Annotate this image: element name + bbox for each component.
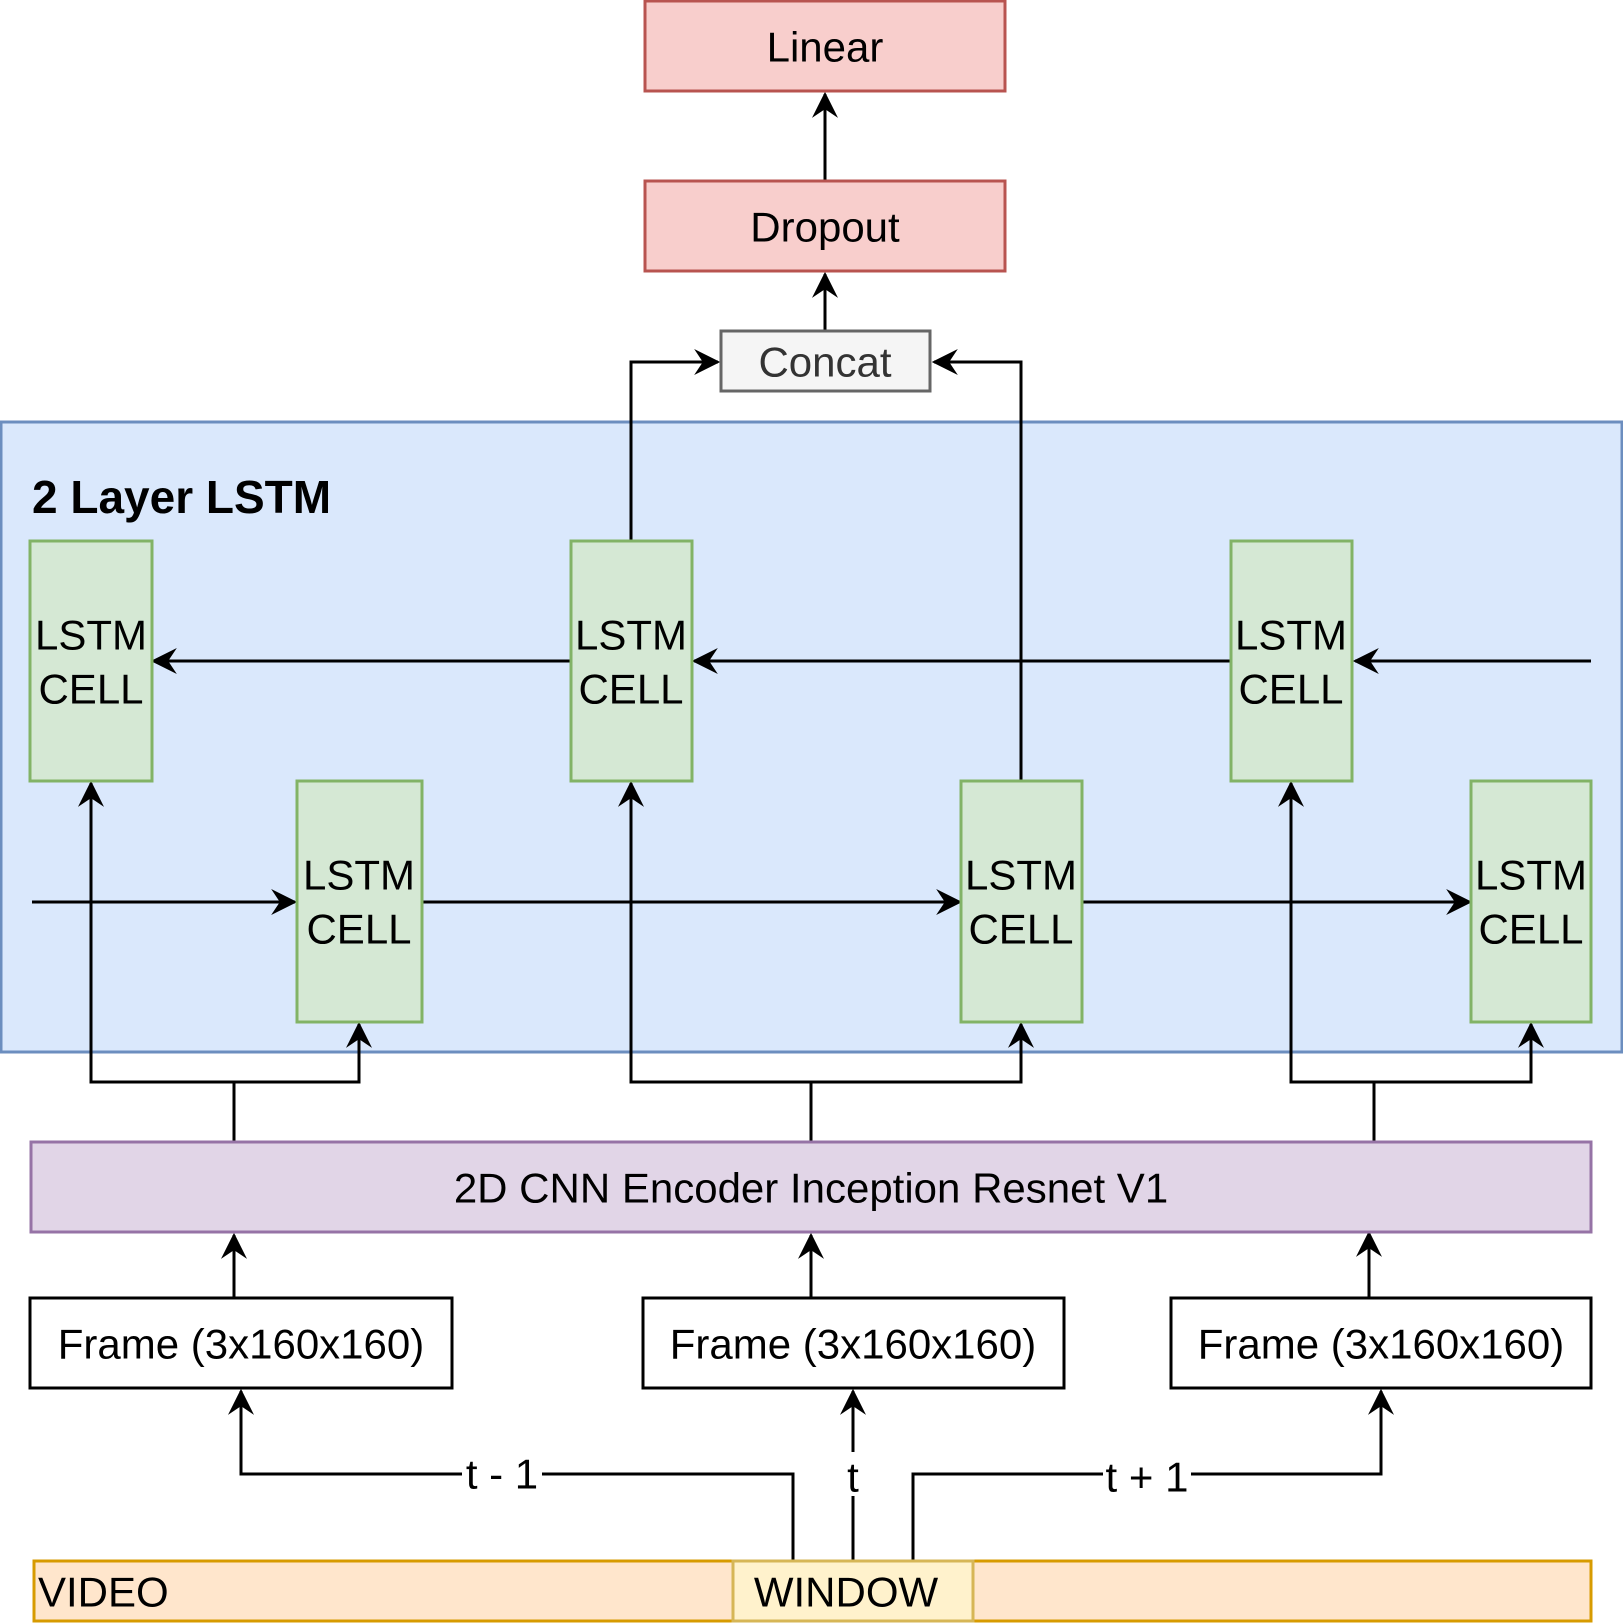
lstm-cell-label-line1: LSTM <box>575 612 687 659</box>
frame-box: Frame (3x160x160) <box>1169 1296 1593 1390</box>
encoder-to-lstm-bottom-1-arrow <box>234 1021 372 1084</box>
cnn-encoder-label: 2D CNN Encoder Inception Resnet V1 <box>454 1165 1168 1212</box>
cnn-encoder-box <box>29 1140 1593 1234</box>
lstm-cell: LSTM CELL <box>1469 779 1593 1024</box>
frame-label: Frame (3x160x160) <box>670 1321 1037 1368</box>
encoder-to-lstm-top-1-arrow <box>78 780 236 1141</box>
dropout-box <box>643 179 1007 273</box>
window-label: WINDOW <box>754 1569 939 1616</box>
lstm-cell-label-line2: CELL <box>1478 906 1583 953</box>
lstm-cell: LSTM CELL <box>1229 539 1354 783</box>
encoder-to-lstm-bottom-2-arrow <box>811 1021 1034 1084</box>
concat-node: Concat <box>719 329 932 393</box>
lstm-group-title: 2 Layer LSTM <box>32 471 331 523</box>
lstm-cell-label-line1: LSTM <box>965 852 1077 899</box>
lstm-cell-label-line1: LSTM <box>35 612 147 659</box>
lstm-cell: LSTM CELL <box>959 779 1084 1024</box>
lstm-cell-label-line2: CELL <box>1238 666 1343 713</box>
lstm-cell-label-line2: CELL <box>578 666 683 713</box>
cnn-encoder: 2D CNN Encoder Inception Resnet V1 <box>29 1140 1593 1234</box>
time-label-t-plus-1: t + 1 <box>1106 1454 1189 1501</box>
concat-box <box>719 329 932 393</box>
lstm-cell: LSTM CELL <box>569 539 694 783</box>
lstm-cell-label-line2: CELL <box>38 666 143 713</box>
frame-label: Frame (3x160x160) <box>1198 1321 1565 1368</box>
encoder-to-lstm-top-2-arrow <box>618 780 813 1141</box>
dropout-node: Dropout <box>643 179 1007 273</box>
frame-box: Frame (3x160x160) <box>28 1296 454 1390</box>
lstm-cell-label-line2: CELL <box>968 906 1073 953</box>
lstm-to-concat-right-arrow <box>931 349 1023 781</box>
lstm-cell-box <box>569 539 694 783</box>
frame-box-rect <box>641 1296 1066 1390</box>
lstm-cell-box <box>959 779 1084 1024</box>
lstm-cell: LSTM CELL <box>28 539 154 783</box>
window-box: WINDOW <box>731 1559 975 1623</box>
lstm-cell-box <box>28 539 154 783</box>
linear-label: Linear <box>767 24 884 71</box>
window-box-rect <box>731 1559 975 1623</box>
dropout-label: Dropout <box>750 204 900 251</box>
frame-box-rect <box>1169 1296 1593 1390</box>
encoder-to-lstm-top-3-arrow <box>1278 780 1376 1141</box>
linear-box <box>643 0 1007 93</box>
lstm-cell-label-line1: LSTM <box>1475 852 1587 899</box>
time-label-t: t <box>847 1454 859 1501</box>
lstm-cell-label-line1: LSTM <box>303 852 415 899</box>
lstm-cell-label-line1: LSTM <box>1235 612 1347 659</box>
edges <box>32 91 1591 1560</box>
linear-node: Linear <box>643 0 1007 93</box>
encoder-to-lstm-bottom-3-arrow <box>1374 1021 1544 1084</box>
lstm-cell-box <box>1469 779 1593 1024</box>
concat-label: Concat <box>758 339 891 386</box>
lstm-cell-label-line2: CELL <box>306 906 411 953</box>
time-label-t-minus-1: t - 1 <box>466 1451 538 1498</box>
frame-box-rect <box>28 1296 454 1390</box>
time-labels: t - 1 t t + 1 <box>462 1451 1191 1501</box>
lstm-to-concat-left-arrow <box>629 349 721 540</box>
lstm-cell: LSTM CELL <box>295 779 424 1024</box>
lstm-cell-box <box>295 779 424 1024</box>
frame-label: Frame (3x160x160) <box>58 1321 425 1368</box>
lstm-group: 2 Layer LSTM <box>0 420 1623 1054</box>
lstm-cell-box <box>1229 539 1354 783</box>
frame-box: Frame (3x160x160) <box>641 1296 1066 1390</box>
video-label: VIDEO <box>38 1569 169 1616</box>
